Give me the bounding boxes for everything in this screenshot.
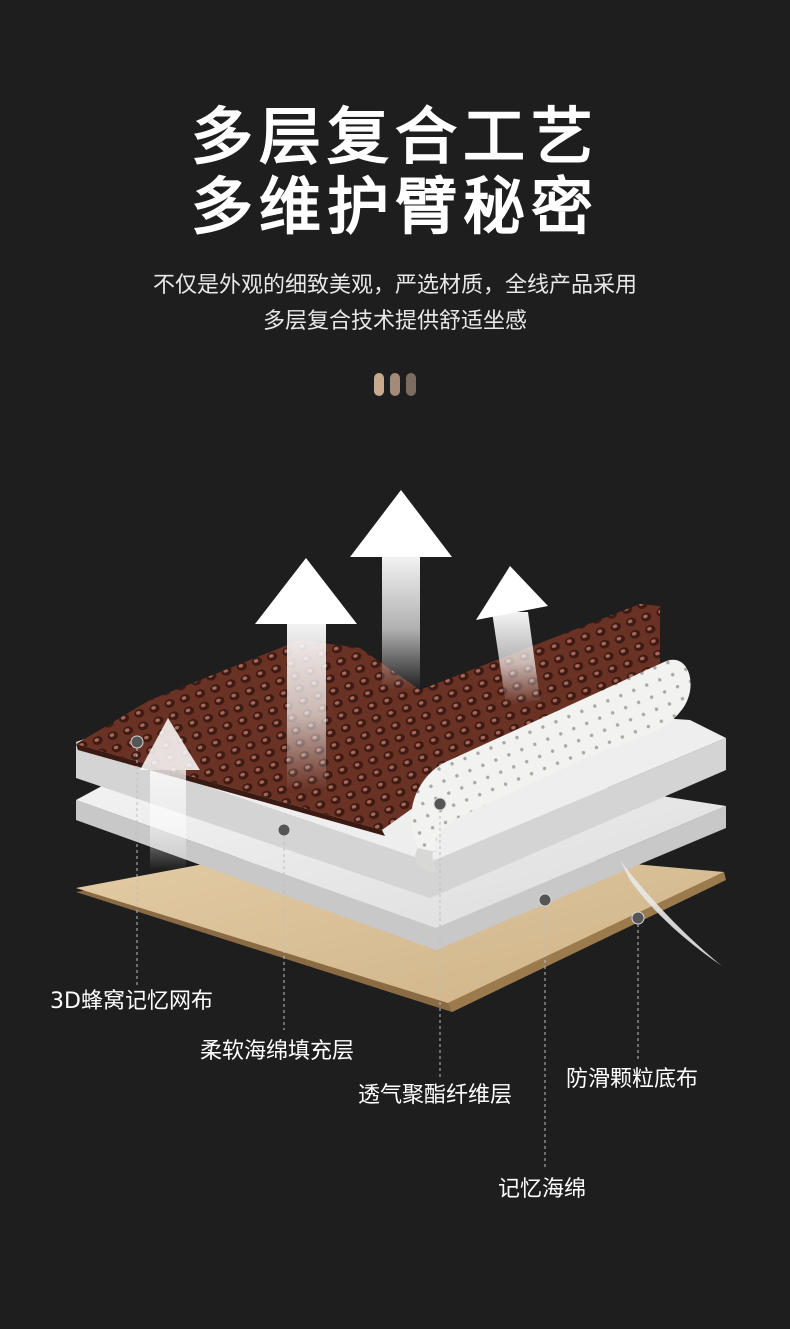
headline-line-1: 多层复合工艺: [190, 100, 599, 173]
leader-lines: [136, 742, 639, 1170]
slide-indicator: [374, 373, 416, 396]
label-sponge-fill: 柔软海绵填充层: [200, 1039, 355, 1064]
indicator-dot: [390, 373, 400, 396]
marker-dots: [130, 735, 645, 925]
indicator-dot: [374, 373, 384, 396]
indicator-dot: [406, 373, 416, 396]
perforated-sheet-layer: [411, 659, 691, 873]
description-line-2: 多层复合技术提供舒适坐感: [262, 309, 527, 334]
label-memory-foam: 记忆海绵: [498, 1177, 587, 1202]
description-line-1: 不仅是外观的细致美观，严选材质，全线产品采用: [152, 273, 637, 298]
label-3d-mesh: 3D蜂窝记忆网布: [50, 989, 213, 1014]
label-polyester: 透气聚酯纤维层: [358, 1083, 513, 1108]
airflow-arrows: [140, 490, 548, 870]
label-antislip: 防滑颗粒底布: [566, 1067, 699, 1092]
layer-structure-illustration: [76, 490, 726, 1170]
headline-line-2: 多维护臂秘密: [190, 170, 599, 243]
